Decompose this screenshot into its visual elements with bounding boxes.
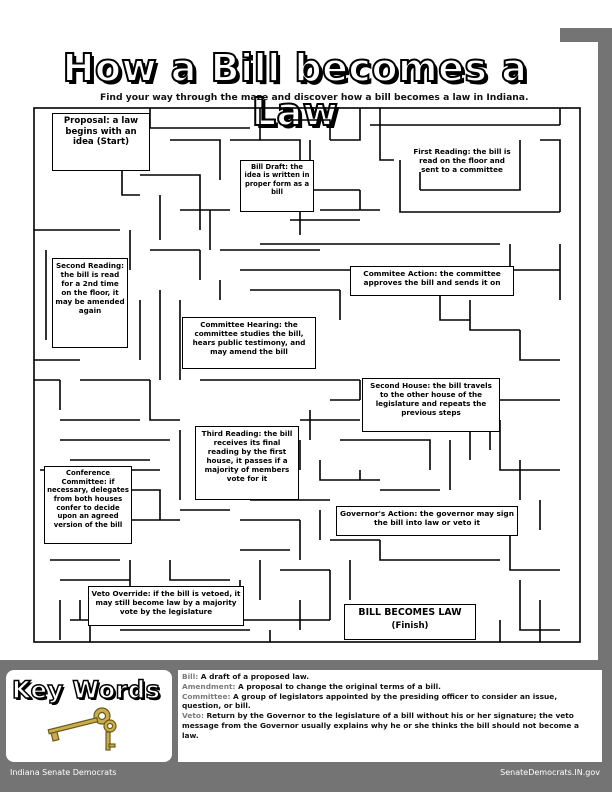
step-second-reading: Second Reading: the bill is read for a 2…	[52, 258, 128, 348]
step-proposal: Proposal: a law begins with an idea (Sta…	[52, 113, 150, 171]
footer-org: Indiana Senate Democrats	[10, 768, 117, 777]
step-first-reading: First Reading: the bill is read on the f…	[413, 147, 511, 174]
kw-amendment: Amendment: A proposal to change the orig…	[182, 682, 598, 692]
page-subtitle: Find your way through the maze and disco…	[100, 92, 529, 103]
kw-term: Committee:	[182, 691, 231, 701]
step-committee-action: Commitee Action: the committee approves …	[350, 266, 514, 296]
kw-def: Return by the Governor to the legislatur…	[182, 711, 579, 740]
finish-subtitle: (Finish)	[391, 620, 429, 631]
kw-bill: Bill: A draft of a proposed law.	[182, 672, 598, 682]
step-conference-committee: Conference Committee: if necessary, dele…	[44, 466, 132, 544]
key-words-title: Key Words	[11, 675, 161, 705]
kw-def: A proposal to change the original terms …	[235, 681, 441, 691]
step-governor: Governor's Action: the governor may sign…	[336, 506, 518, 536]
kw-def: A draft of a proposed law.	[198, 672, 310, 681]
maze[interactable]	[0, 0, 612, 660]
page-title: How a Bill becomes a Law	[62, 45, 528, 135]
step-veto-override: Veto Override: if the bill is vetoed, it…	[88, 586, 244, 626]
key-words-panel	[6, 670, 172, 762]
maze-outer-wall	[33, 107, 581, 643]
kw-veto: Veto: Return by the Governor to the legi…	[182, 711, 598, 740]
step-bill-draft: Bill Draft: the idea is written in prope…	[240, 160, 314, 212]
step-third-reading: Third Reading: the bill receives its fin…	[195, 426, 299, 500]
keys-icon	[47, 707, 117, 751]
corner-border	[560, 28, 612, 42]
kw-term: Bill:	[182, 672, 199, 681]
kw-committee: Committee: A group of legislators appoin…	[182, 692, 598, 712]
step-finish: BILL BECOMES LAW (Finish)	[344, 604, 476, 640]
kw-term: Amendment:	[182, 681, 236, 691]
kw-def: A group of legislators appointed by the …	[182, 691, 558, 711]
key-words-definitions: Bill: A draft of a proposed law. Amendme…	[178, 670, 602, 762]
side-border	[598, 28, 612, 668]
footer-url[interactable]: SenateDemocrats.IN.gov	[500, 768, 600, 777]
step-committee-hearing: Committee Hearing: the committee studies…	[182, 317, 316, 369]
finish-title: BILL BECOMES LAW	[358, 607, 462, 618]
kw-term: Veto:	[182, 711, 204, 721]
step-second-house: Second House: the bill travels to the ot…	[362, 378, 500, 432]
